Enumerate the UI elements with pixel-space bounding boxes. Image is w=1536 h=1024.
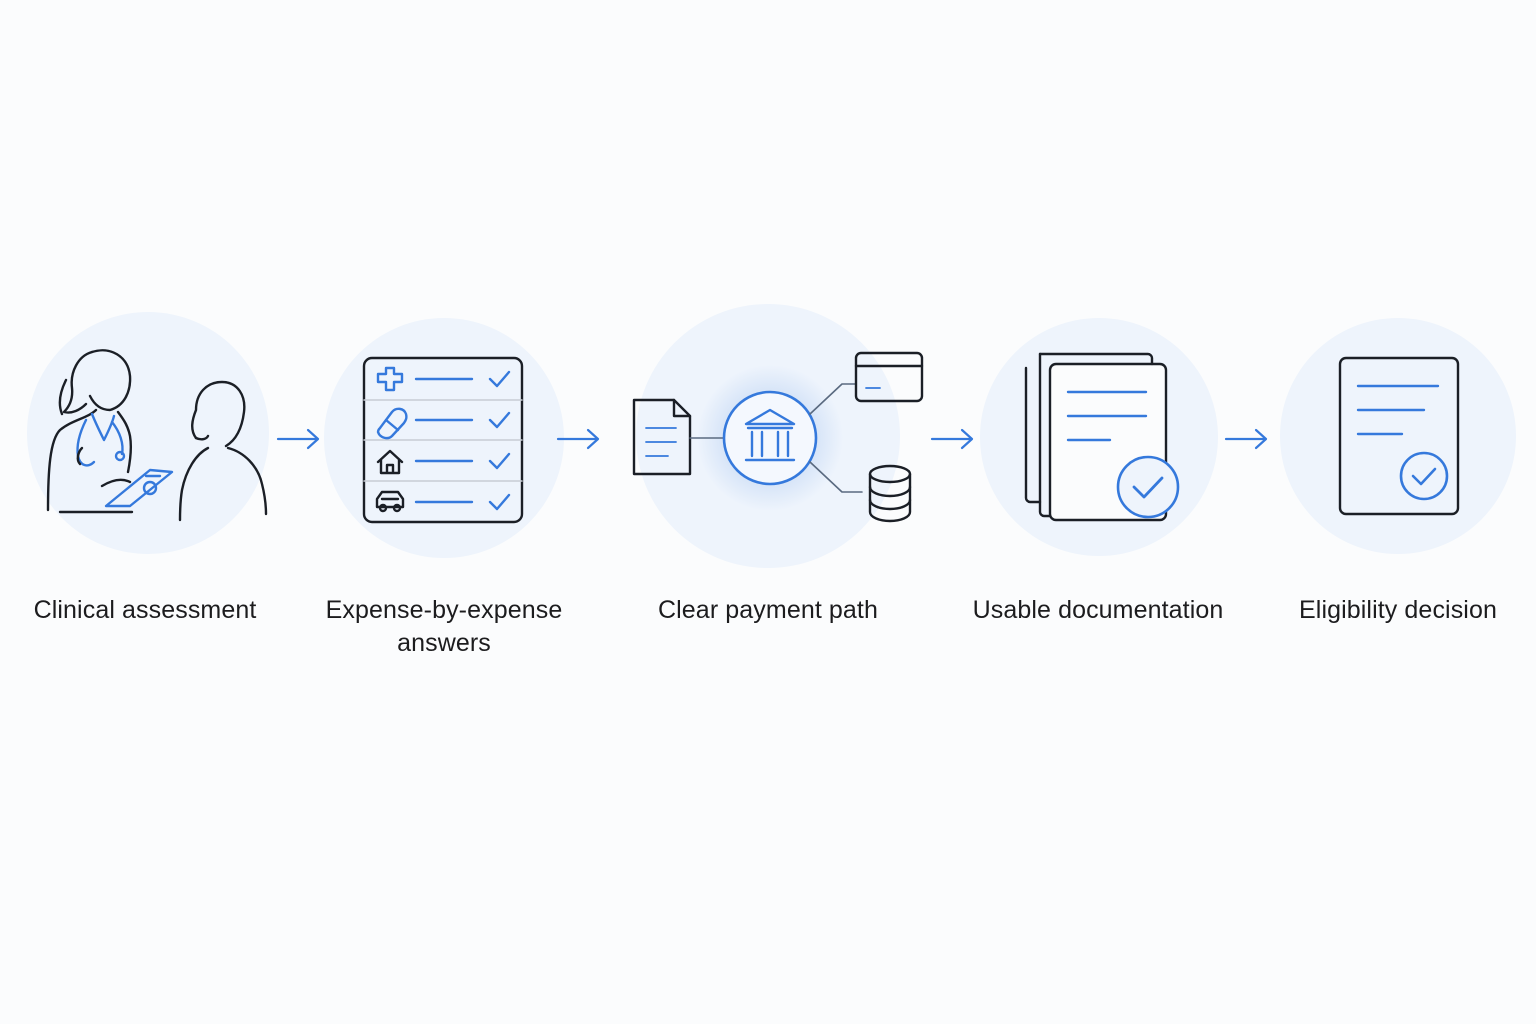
step-4-label: Usable documentation <box>972 596 1224 624</box>
arrow-right-icon <box>930 428 974 450</box>
arrow-right-icon <box>1224 428 1268 450</box>
step-5-label: Eligibility decision <box>1299 596 1497 624</box>
arrow-right-icon <box>276 428 320 450</box>
step-2-label-line-1: Expense-by-expense <box>325 596 563 624</box>
step-3-label: Clear payment path <box>658 596 878 624</box>
step-1-circle <box>27 312 269 554</box>
step-2-label: Expense-by-expense answers <box>294 594 594 660</box>
step-2-label-line-2: answers <box>397 629 491 657</box>
arrow-right-icon <box>556 428 600 450</box>
step-1-label: Clinical assessment <box>33 596 257 624</box>
